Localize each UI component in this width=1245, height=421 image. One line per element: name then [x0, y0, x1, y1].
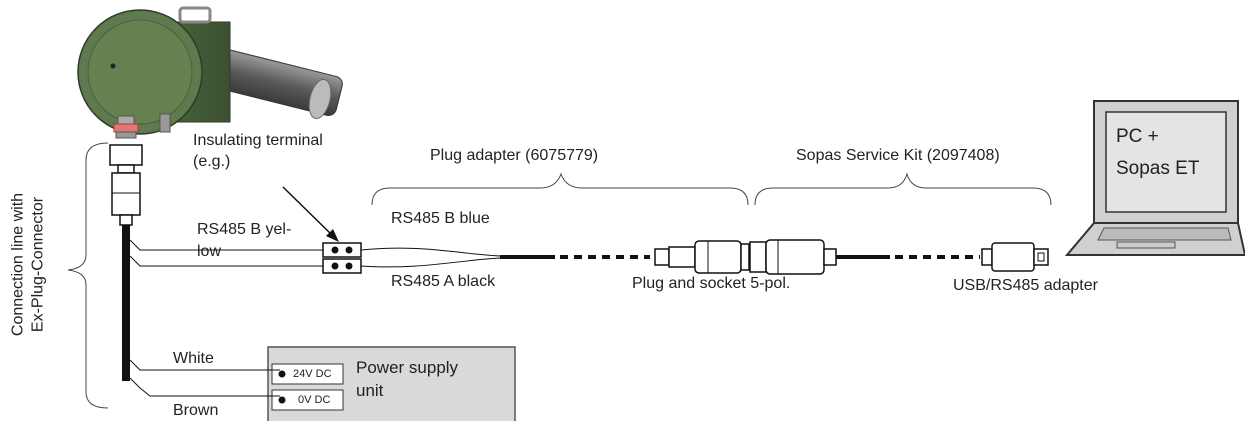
white-wire-label: White [173, 350, 214, 367]
power-supply-unit [267, 346, 516, 421]
laptop-pc [1064, 100, 1245, 256]
terminal-24v-label: 24V DC [293, 368, 332, 380]
power-supply-label-line2: unit [356, 381, 384, 400]
terminal-0v-label: 0V DC [298, 394, 331, 406]
insulating-terminal-label-line2: (e.g.) [193, 153, 231, 170]
connection-line-label-1: Connection line with [9, 192, 27, 337]
rs485-b-yellow-label-line1: RS485 B yel- [197, 221, 292, 238]
connection-line-label-2: Ex-Plug-Connector [29, 196, 47, 333]
connection-line-brace [67, 142, 109, 409]
power-wires [129, 359, 280, 397]
power-supply-label-line1: Power supply [356, 358, 459, 377]
rs485-a-black-label: RS485 A black [391, 273, 496, 290]
measuring-device [77, 6, 343, 139]
usb-rs485-adapter [981, 242, 1049, 272]
pc-label-line2: Sopas ET [1116, 158, 1200, 179]
connection-cable [122, 225, 130, 381]
pc-label-line1: PC + [1116, 126, 1159, 147]
insulating-terminal-label-line1: Insulating terminal [193, 132, 323, 149]
plug-adapter-label: Plug adapter (6075779) [430, 147, 599, 164]
plug-and-socket [654, 239, 837, 275]
sopas-kit-brace [754, 172, 1052, 206]
terminal-pointer-arrowhead [326, 229, 339, 242]
ex-plug-connector [109, 144, 143, 226]
plug-adapter-brace [371, 172, 749, 206]
terminal-pointer-arrow [282, 186, 334, 237]
insulating-terminal [322, 242, 362, 274]
brown-wire-label: Brown [173, 402, 219, 419]
rs485-wires-right [360, 247, 501, 268]
rs485-b-blue-label: RS485 B blue [391, 210, 490, 227]
rs485-b-yellow-label-line2: low [197, 243, 222, 260]
usb-adapter-label: USB/RS485 adapter [953, 277, 1098, 294]
plug-and-socket-label: Plug and socket 5-pol. [632, 275, 791, 292]
rs485-wires-left [129, 239, 325, 267]
sopas-service-kit-label: Sopas Service Kit (2097408) [796, 147, 1000, 164]
